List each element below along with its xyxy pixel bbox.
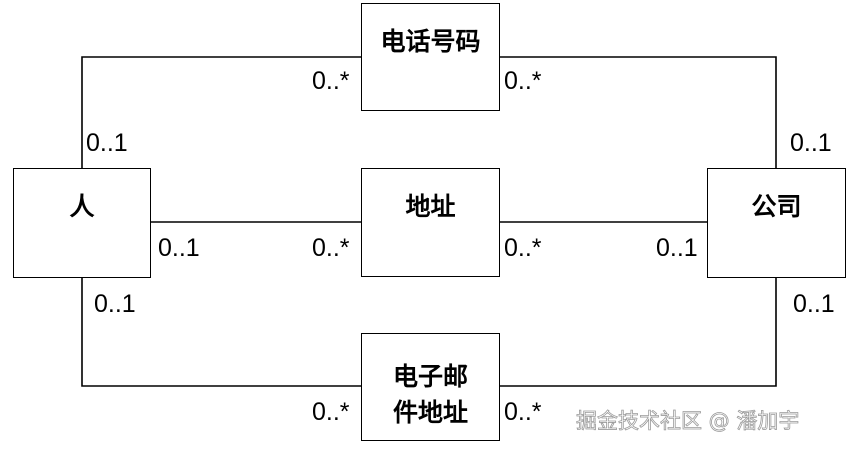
- association-phone-company: [499, 56, 777, 168]
- multiplicity-person-address-end: 0..1: [158, 234, 200, 262]
- class-name-email-line1: 电子邮: [392, 362, 468, 391]
- watermark: 掘金技术社区 @ 潘加宇: [576, 409, 800, 434]
- multiplicity-email-person-end: 0..*: [312, 398, 350, 426]
- multiplicity-phone-company-end: 0..*: [504, 67, 542, 95]
- multiplicity-address-person-end: 0..*: [312, 234, 350, 262]
- class-box-phone: 电话号码: [361, 3, 500, 111]
- multiplicity-person-email-end: 0..1: [94, 290, 136, 318]
- class-box-company: 公司: [707, 168, 846, 278]
- class-box-address: 地址: [361, 168, 500, 277]
- multiplicity-person-phone-end: 0..1: [86, 129, 128, 157]
- class-box-email: 电子邮 件地址: [361, 333, 500, 441]
- class-name-person: 人: [69, 192, 95, 221]
- multiplicity-company-email-end: 0..1: [793, 290, 835, 318]
- multiplicity-address-company-end: 0..*: [504, 234, 542, 262]
- association-person-email: [81, 277, 361, 387]
- multiplicity-email-company-end: 0..*: [504, 398, 542, 426]
- association-person-phone: [81, 56, 361, 168]
- multiplicity-phone-person-end: 0..*: [312, 67, 350, 95]
- class-name-email-line2: 件地址: [392, 398, 468, 427]
- class-name-address: 地址: [405, 192, 456, 221]
- multiplicity-company-phone-end: 0..1: [790, 129, 832, 157]
- class-name-company: 公司: [751, 192, 802, 221]
- class-box-person: 人: [13, 168, 151, 278]
- multiplicity-company-address-end: 0..1: [656, 234, 698, 262]
- association-email-company: [499, 277, 777, 387]
- class-name-phone: 电话号码: [380, 27, 481, 56]
